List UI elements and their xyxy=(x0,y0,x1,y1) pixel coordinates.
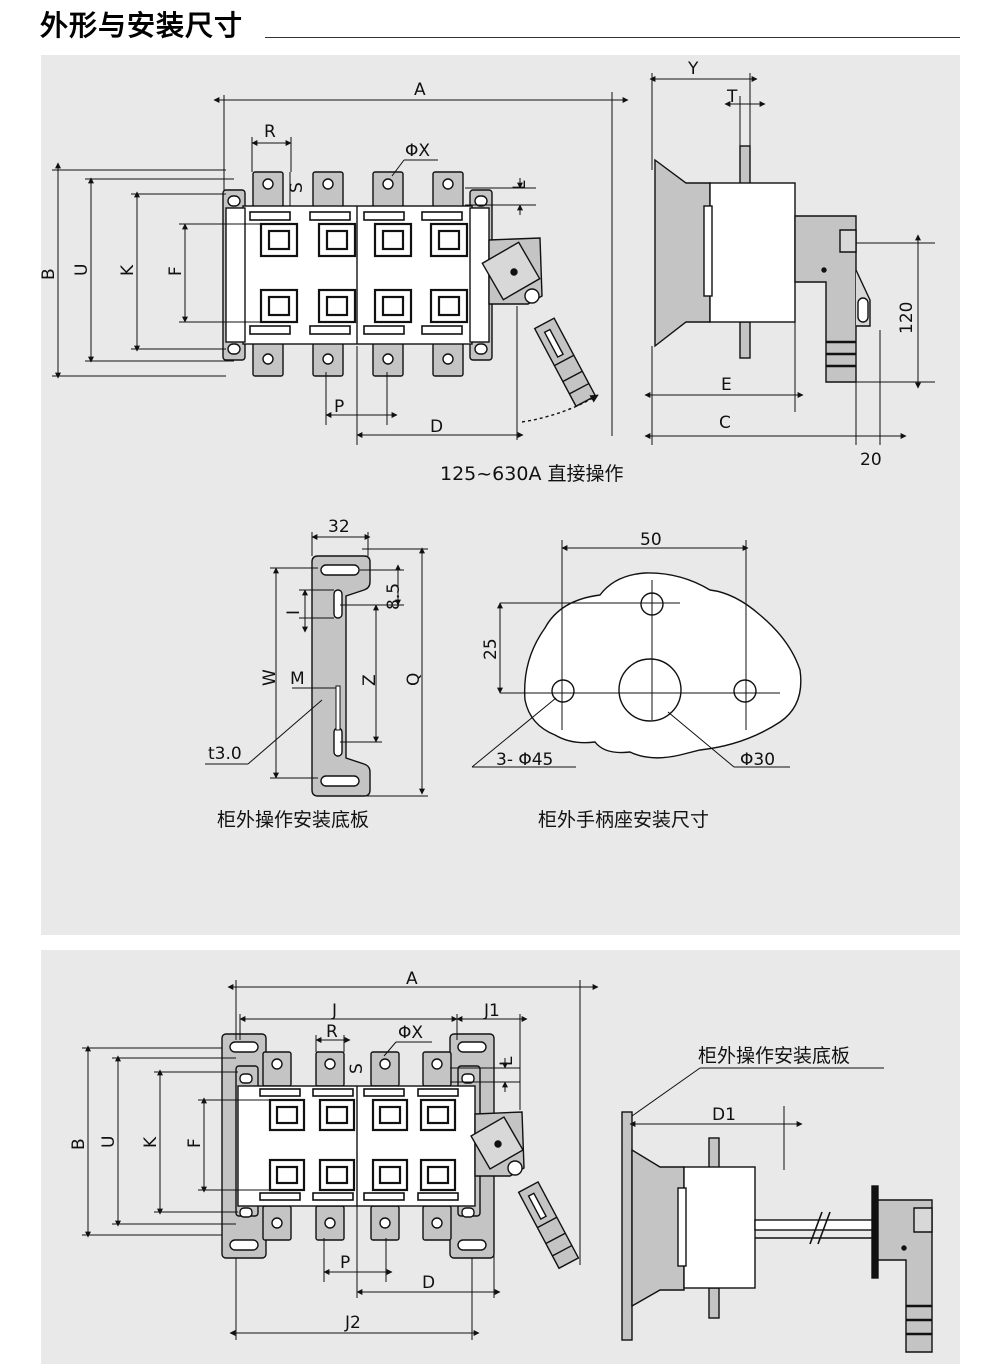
page-title: 外形与安装尺寸 xyxy=(40,9,244,42)
label-120: 120 xyxy=(897,302,917,334)
top-drawing-panel xyxy=(41,55,960,935)
bottom-front-view xyxy=(221,1033,580,1270)
label-Q: Q xyxy=(404,673,424,686)
label-T: T xyxy=(726,87,738,107)
label-B: B xyxy=(39,268,59,280)
label-P: P xyxy=(334,397,344,417)
label-P-bottom: P xyxy=(340,1253,350,1273)
label-A: A xyxy=(414,80,426,100)
label-U: U xyxy=(72,264,92,276)
label-phiX-bottom: ΦX xyxy=(398,1023,423,1043)
label-3-phi45: 3- Φ45 xyxy=(496,750,553,770)
label-K-bottom: K xyxy=(141,1136,161,1148)
top-side-dimensions xyxy=(644,73,935,445)
label-Z: Z xyxy=(360,674,380,686)
label-D: D xyxy=(430,417,443,437)
handle-caption: 柜外手柄座安装尺寸 xyxy=(538,809,709,831)
label-F-bottom: F xyxy=(185,1138,205,1148)
plate-dimensions xyxy=(205,532,428,797)
label-D-bottom: D xyxy=(422,1273,435,1293)
label-B-bottom: B xyxy=(69,1138,89,1150)
label-A-bottom: A xyxy=(406,969,418,989)
label-S: S xyxy=(287,182,307,193)
label-t3.0: t3.0 xyxy=(208,744,242,764)
label-J1: J1 xyxy=(483,1001,500,1021)
label-phiX: ΦX xyxy=(405,141,430,161)
bottom-front-dimensions xyxy=(82,980,599,1340)
label-phi30: Φ30 xyxy=(740,750,775,770)
label-R: R xyxy=(264,122,276,142)
label-J: J xyxy=(331,1001,337,1021)
bottom-callout: 柜外操作安装底板 xyxy=(698,1045,850,1067)
label-32: 32 xyxy=(328,517,350,537)
label-20: 20 xyxy=(860,450,882,470)
label-Y: Y xyxy=(687,59,699,79)
handle-labels: 50 25 3- Φ45 Φ30 xyxy=(481,530,775,770)
label-U-bottom: U xyxy=(99,1136,119,1148)
top-front-labels: A R S ΦX L B U K F P D xyxy=(39,80,530,437)
label-K: K xyxy=(118,264,138,276)
label-E: E xyxy=(721,375,732,395)
label-L: L xyxy=(510,180,530,190)
bottom-front-labels: A J J1 R ΦX S L B U K F P D J2 xyxy=(69,969,517,1333)
handle-seat xyxy=(523,572,802,759)
label-50: 50 xyxy=(640,530,662,550)
top-side-view xyxy=(654,145,871,383)
mounting-plate xyxy=(311,555,371,797)
label-F: F xyxy=(166,266,186,276)
top-front-dimensions xyxy=(52,92,629,445)
bottom-side-labels: D1 柜外操作安装底板 xyxy=(698,1045,850,1125)
title-rule xyxy=(265,37,960,38)
label-S-bottom: S xyxy=(347,1063,367,1074)
handle-dimensions xyxy=(471,540,790,768)
label-R-bottom: R xyxy=(326,1022,338,1042)
label-25: 25 xyxy=(481,638,501,660)
label-W: W xyxy=(260,669,280,686)
label-I: I xyxy=(284,610,304,615)
label-M: M xyxy=(290,669,305,689)
top-caption: 125~630A 直接操作 xyxy=(440,463,624,485)
label-D1: D1 xyxy=(712,1105,736,1125)
label-8.5: 8.5 xyxy=(384,583,404,610)
bottom-side-view xyxy=(621,1111,933,1353)
top-front-view xyxy=(222,171,599,423)
top-side-labels: Y T E C 120 20 xyxy=(687,59,917,470)
plate-labels: 32 8.5 I W M Z Q t3.0 xyxy=(208,517,424,764)
plate-caption: 柜外操作安装底板 xyxy=(217,809,369,831)
label-L-bottom: L xyxy=(497,1056,517,1066)
bottom-side-dimensions xyxy=(629,1067,884,1170)
label-C: C xyxy=(719,413,731,433)
label-J2: J2 xyxy=(344,1313,361,1333)
